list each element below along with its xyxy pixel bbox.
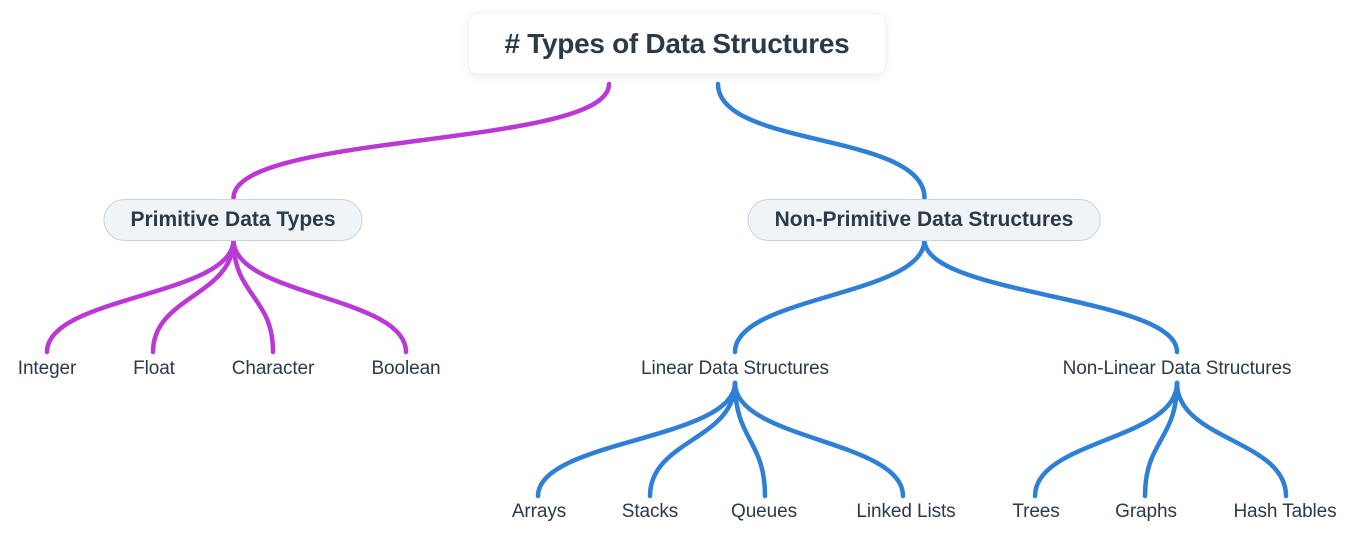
node-queues[interactable]: Queues (731, 501, 797, 522)
node-primitive-data-types[interactable]: Primitive Data Types (103, 199, 363, 241)
node-non-primitive-data-structures[interactable]: Non-Primitive Data Structures (747, 199, 1101, 241)
node-boolean[interactable]: Boolean (371, 358, 441, 379)
node-arrays[interactable]: Arrays (511, 501, 567, 522)
node-float[interactable]: Float (133, 358, 175, 379)
node-trees[interactable]: Trees (1012, 501, 1060, 522)
node-hash-tables[interactable]: Hash Tables (1233, 501, 1337, 522)
non-primitive-branch-curve (535, 81, 1289, 499)
node-linear-data-structures[interactable]: Linear Data Structures (641, 358, 829, 379)
node-stacks[interactable]: Stacks (621, 501, 679, 522)
root-node[interactable]: # Types of Data Structures (469, 14, 885, 74)
node-character[interactable]: Character (231, 358, 315, 379)
node-integer[interactable]: Integer (17, 358, 77, 379)
node-graphs[interactable]: Graphs (1115, 501, 1177, 522)
node-non-linear-data-structures[interactable]: Non-Linear Data Structures (1062, 358, 1292, 379)
node-linked-lists[interactable]: Linked Lists (856, 501, 956, 522)
